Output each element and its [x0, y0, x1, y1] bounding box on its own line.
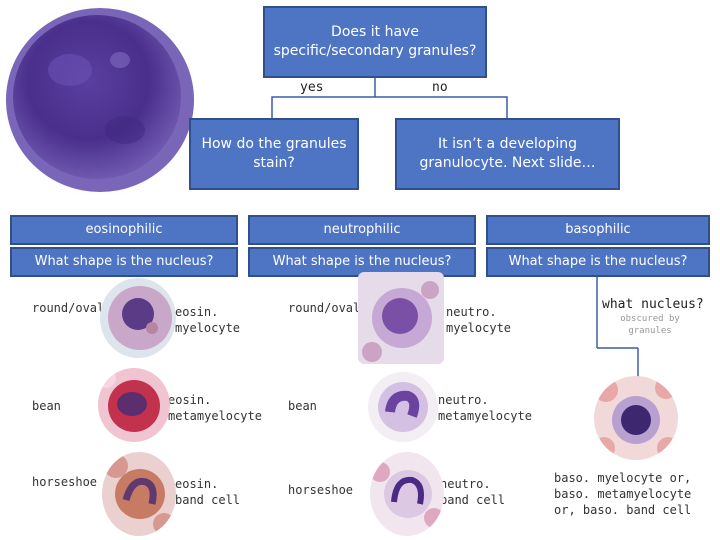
box-stain-question: How do the granules stain? [189, 118, 359, 190]
eosin-myelocyte-label: eosin. myelocyte [175, 305, 241, 336]
box-top-question: Does it have specific/secondary granules… [263, 6, 487, 78]
eosin-band-label: eosin. band cell [175, 477, 241, 508]
box-eosin-nucleus-question: What shape is the nucleus? [10, 247, 238, 277]
neutro-nucleus-question: What shape is the nucleus? [272, 254, 452, 270]
top-question-text: Does it have specific/secondary granules… [273, 24, 477, 59]
box-baso-nucleus-question: What shape is the nucleus? [486, 247, 710, 277]
baso-answer-label: baso. myelocyte or, baso. metamyelocyte … [554, 471, 692, 518]
eosin-band-image [102, 452, 176, 536]
box-neutrophilic: neutrophilic [248, 215, 476, 245]
box-basophilic: basophilic [486, 215, 710, 245]
neutro-shape-bean: bean [288, 399, 317, 413]
not-granulocyte-text: It isn’t a developing granulocyte. Next … [419, 136, 596, 171]
eosin-metamyelocyte-label: eosin. metamyelocyte [168, 393, 262, 424]
eosin-metamyelocyte-image [98, 368, 170, 442]
box-not-granulocyte: It isn’t a developing granulocyte. Next … [395, 118, 620, 190]
neutro-metamyelocyte-label: neutro. metamyelocyte [438, 393, 532, 424]
box-eosinophilic: eosinophilic [10, 215, 238, 245]
connector-yes-no [271, 96, 508, 118]
no-label: no [432, 80, 448, 95]
large-cell-image [0, 0, 200, 200]
neutrophilic-label: neutrophilic [323, 222, 401, 238]
basophilic-label: basophilic [565, 222, 631, 238]
neutro-metamyelocyte-image [368, 372, 438, 442]
stain-question-text: How do the granules stain? [201, 136, 347, 171]
baso-note-label: obscured by granules [620, 314, 680, 336]
neutro-myelocyte-image [358, 272, 444, 364]
eosin-nucleus-question: What shape is the nucleus? [34, 254, 214, 270]
baso-cell-image [594, 376, 678, 460]
baso-question-label: what nucleus? [602, 297, 704, 312]
neutro-band-label: neutro. band cell [440, 477, 506, 508]
eosin-shape-bean: bean [32, 399, 61, 413]
baso-nucleus-question: What shape is the nucleus? [508, 254, 688, 270]
yes-label: yes [300, 80, 324, 95]
eosin-shape-horseshoe: horseshoe [32, 475, 98, 489]
neutro-shape-horseshoe: horseshoe [288, 483, 354, 497]
eosin-shape-round: round/oval [32, 301, 105, 315]
neutro-band-image [370, 452, 444, 536]
eosin-myelocyte-image [100, 278, 176, 358]
neutro-shape-round: round/oval [288, 301, 361, 315]
neutro-myelocyte-label: neutro. myelocyte [446, 305, 512, 336]
eosinophilic-label: eosinophilic [85, 222, 163, 238]
